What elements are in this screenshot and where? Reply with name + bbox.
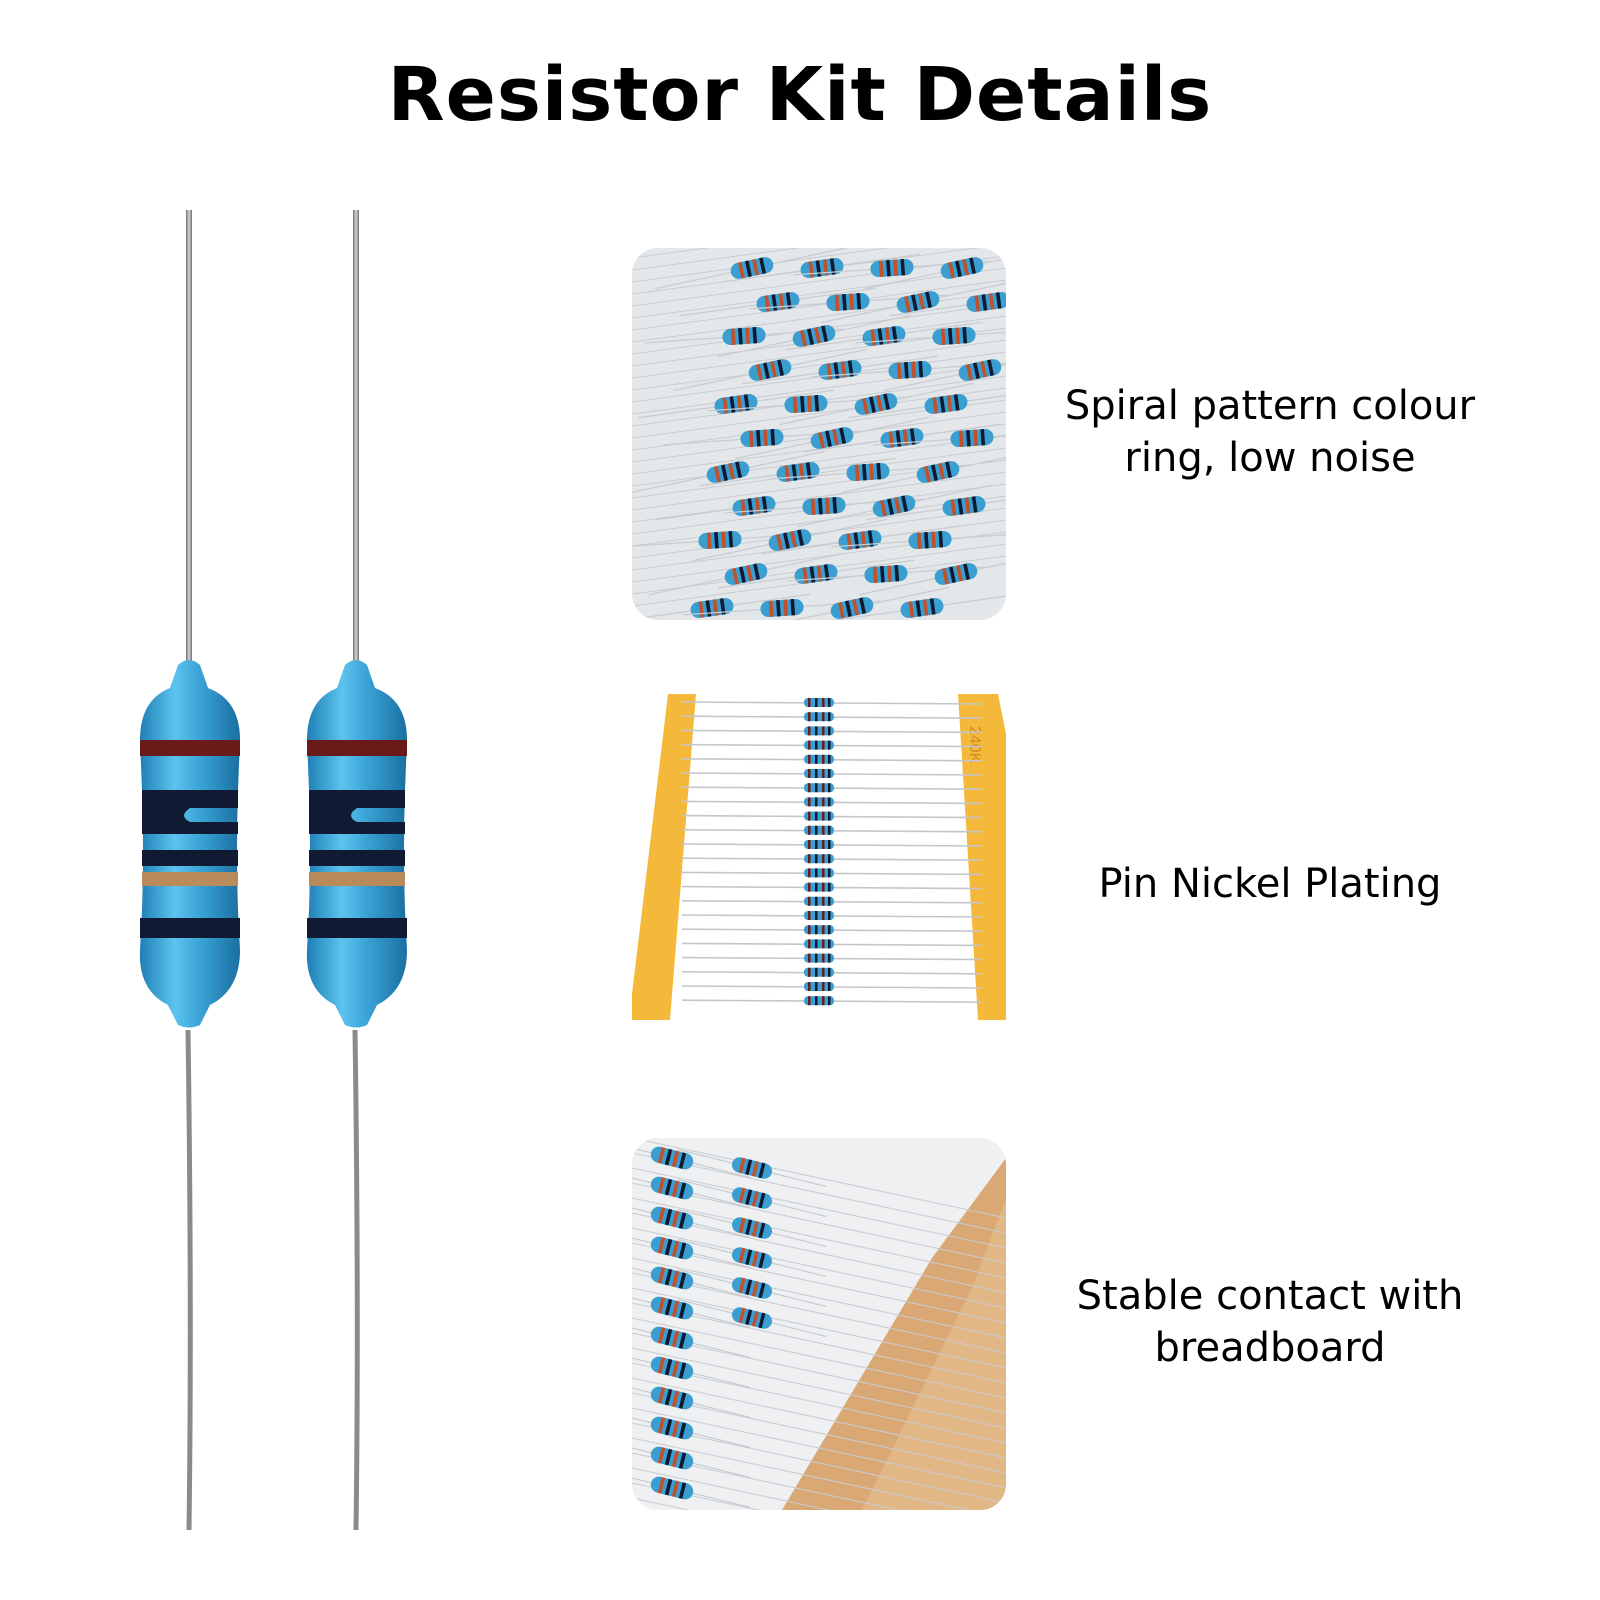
resistors-on-paper-tape-photo	[632, 1138, 1006, 1510]
feature-image-1	[632, 248, 1006, 620]
resistor-pair-photo	[139, 210, 407, 1531]
resistor-pile-photo	[632, 248, 1006, 620]
resistor-left	[139, 210, 240, 1531]
feature-caption-1: Spiral pattern colour ring, low noise	[1064, 383, 1476, 481]
taped-resistor-strip-photo: 240K	[632, 694, 1006, 1020]
tape-label: 240K	[966, 726, 983, 764]
resistor-right	[306, 210, 407, 1531]
feature-caption-3: Stable contact with breadboard	[1076, 1273, 1464, 1371]
feature-caption-2: Pin Nickel Plating	[1098, 861, 1442, 907]
page-title: Resistor Kit Details	[387, 52, 1213, 138]
feature-image-2: 240K	[632, 694, 1006, 1020]
feature-image-3	[632, 1138, 1006, 1510]
